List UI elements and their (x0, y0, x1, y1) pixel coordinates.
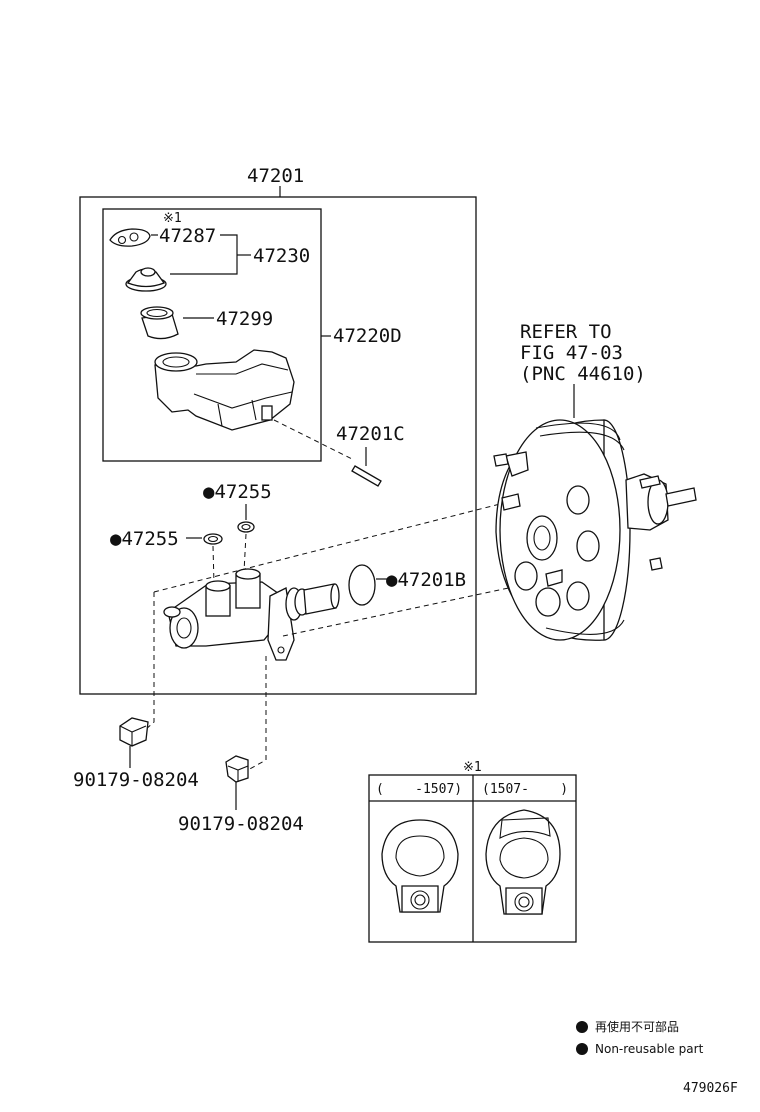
callout-47201[interactable]: 47201 (247, 165, 304, 187)
figure-code: 479026F (683, 1081, 738, 1096)
callout-47255-side[interactable]: ●47255 (110, 528, 179, 550)
pin-47201c-part (351, 465, 382, 487)
strainer-47299-part (140, 306, 179, 340)
reservoir-cap-part (125, 267, 167, 292)
grommet-variant-new (485, 809, 561, 915)
plug-1-part (119, 717, 149, 747)
inset-note-mark: ※1 (463, 760, 482, 775)
callout-47287[interactable]: 47287 (159, 225, 216, 247)
callout-plug-2[interactable]: 90179-08204 (178, 813, 304, 835)
callout-47201c[interactable]: 47201C (336, 423, 405, 445)
gasket-side-part (203, 533, 223, 545)
legend-jp[interactable]: 再使用不可部品 (595, 1019, 679, 1034)
o-ring-47201b-part (348, 564, 376, 606)
grommet-47287-part (109, 228, 151, 247)
callout-plug-1[interactable]: 90179-08204 (73, 769, 199, 791)
grommet-variant-old (381, 819, 459, 913)
legend-bullet-en (576, 1043, 588, 1055)
callout-47220d[interactable]: 47220D (333, 325, 402, 347)
plug-2-part (225, 755, 249, 783)
callout-47255-top[interactable]: ●47255 (203, 481, 272, 503)
refer-text-line2[interactable]: FIG 47-03 (520, 342, 623, 364)
note-mark-1: ※1 (163, 211, 182, 226)
legend-en[interactable]: Non-reusable part (595, 1042, 704, 1056)
refer-text-line1[interactable]: REFER TO (520, 321, 612, 343)
callout-47230[interactable]: 47230 (253, 245, 310, 267)
master-cylinder-part (163, 568, 340, 661)
reservoir-box (102, 208, 322, 462)
brake-booster-part (493, 419, 697, 641)
callout-47201b[interactable]: ●47201B (386, 569, 466, 591)
legend-bullet-jp (576, 1021, 588, 1033)
assembly-box (79, 196, 477, 695)
inset-table (368, 774, 577, 943)
callout-47299[interactable]: 47299 (216, 308, 273, 330)
refer-text-line3[interactable]: (PNC 44610) (520, 363, 646, 385)
inset-col-left-label[interactable]: ( -1507) (376, 782, 462, 797)
gasket-top-part (237, 521, 255, 533)
inset-col-right-label[interactable]: (1507- ) (482, 782, 568, 797)
reservoir-tank-part (154, 349, 295, 431)
